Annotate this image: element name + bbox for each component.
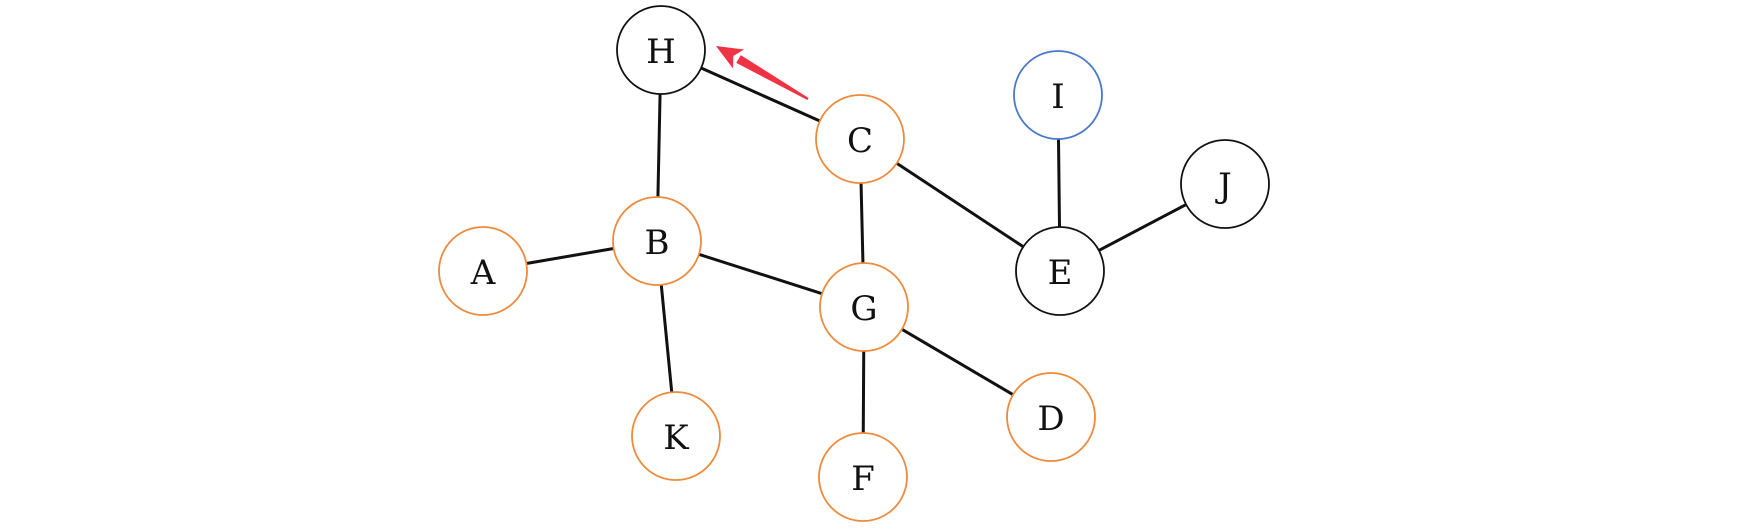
edge-C-E xyxy=(895,161,1025,249)
arrow-head-icon xyxy=(716,46,745,69)
node-circle-C xyxy=(815,94,905,184)
node-circle-I xyxy=(1013,50,1103,140)
node-circle-J xyxy=(1180,139,1270,229)
edge-E-J xyxy=(1098,203,1187,252)
edge-H-C xyxy=(700,66,821,123)
nodes: H C I J A B G E K D F xyxy=(438,5,1270,522)
node-circle-E xyxy=(1015,226,1105,316)
node-label-I: I xyxy=(1051,77,1064,117)
node-D: D xyxy=(1006,372,1096,462)
node-circle-H xyxy=(616,5,706,95)
node-circle-A xyxy=(438,226,528,316)
arrow-shaft xyxy=(736,55,809,101)
node-A: A xyxy=(438,226,528,316)
node-I: I xyxy=(1013,50,1103,140)
edge-A-B xyxy=(526,246,614,266)
node-label-E: E xyxy=(1048,253,1073,293)
node-label-C: C xyxy=(847,121,873,161)
node-K: K xyxy=(631,391,721,481)
node-J: J xyxy=(1180,139,1270,229)
node-circle-D xyxy=(1006,372,1096,462)
node-G: G xyxy=(819,262,909,352)
node-label-D: D xyxy=(1037,399,1064,439)
node-circle-F xyxy=(818,432,908,522)
edge-B-K xyxy=(659,284,674,393)
node-label-F: F xyxy=(851,459,875,499)
node-circle-K xyxy=(631,391,721,481)
node-circle-B xyxy=(612,196,702,286)
edge-G-D xyxy=(901,328,1014,396)
node-label-B: B xyxy=(645,223,670,263)
node-label-K: K xyxy=(663,418,689,458)
node-B: B xyxy=(612,196,702,286)
node-H: H xyxy=(616,5,706,95)
node-label-A: A xyxy=(470,253,496,293)
node-label-J: J xyxy=(1215,166,1232,206)
arrow-annotation xyxy=(716,46,809,101)
edge-H-B xyxy=(656,93,662,198)
node-C: C xyxy=(815,94,905,184)
node-label-G: G xyxy=(850,289,877,329)
edge-B-G xyxy=(698,252,823,296)
edge-C-G xyxy=(859,182,865,264)
node-label-H: H xyxy=(646,32,676,72)
node-E: E xyxy=(1015,226,1105,316)
edges xyxy=(526,66,1187,434)
node-F: F xyxy=(818,432,908,522)
edge-I-E xyxy=(1057,138,1061,228)
node-circle-G xyxy=(819,262,909,352)
